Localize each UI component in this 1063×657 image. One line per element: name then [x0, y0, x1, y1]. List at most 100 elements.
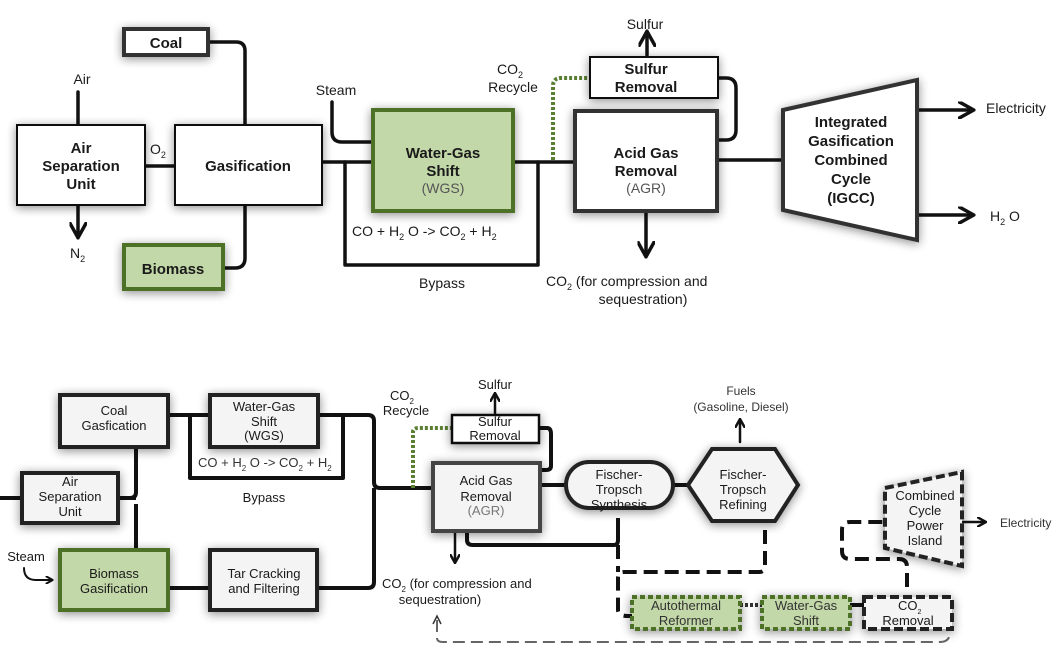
bottom-bypass-label: Bypass — [243, 490, 286, 505]
bottom-wgs-box — [208, 393, 320, 449]
co2-return-arrowhead — [432, 614, 442, 625]
ccpi-label-4: Island — [908, 533, 943, 548]
agr-label-1: Acid Gas — [613, 145, 678, 162]
bottom-asu-box — [20, 471, 120, 525]
fuels-label-1: Fuels — [726, 384, 755, 398]
steam-line — [330, 100, 377, 144]
top-diagram: Coal Air Air Separation Unit O2 N2 Gasif… — [16, 16, 1046, 307]
igcc-label-1: Integrated — [815, 114, 888, 131]
coal-box — [122, 27, 210, 57]
gasification-label: Gasification — [205, 158, 291, 175]
o2-label: O2 — [150, 141, 166, 160]
ft-refining-hexagon — [685, 447, 801, 523]
bottom-agr-box — [431, 461, 542, 533]
air-separation-unit-box — [16, 124, 146, 206]
tar-cracking-box — [208, 548, 319, 612]
bottom-co2-recycle-label-2: Recycle — [383, 403, 429, 418]
wgs-label-2: Shift — [426, 163, 459, 180]
igcc-label-5: (IGCC) — [827, 190, 875, 207]
asu-label-3: Unit — [66, 176, 95, 193]
wgs-to-agr-line-bottom — [318, 413, 432, 490]
sulfur-removal-box — [589, 56, 719, 99]
wgs2-label-2: Shift — [793, 613, 819, 628]
coal-to-gasification-line — [206, 40, 247, 126]
bottom-asu-label-2: Separation — [39, 489, 102, 504]
asu-label-1: Air — [71, 140, 92, 157]
tar-label-2: and Filtering — [228, 581, 300, 596]
bottom-diagram: Coal Gasfication Water-Gas Shift (WGS) C… — [0, 377, 1051, 643]
bottom-co2-recycle-line — [411, 426, 452, 488]
wgs2-label-1: Water-Gas — [775, 598, 838, 613]
bottom-agr-label-3: (AGR) — [468, 503, 505, 518]
steam-inlet-arrow — [23, 567, 52, 580]
wgs-label-1: Water-Gas — [406, 145, 480, 162]
fuels-label-2: (Gasoline, Diesel) — [693, 400, 788, 414]
igcc-trapezoid — [781, 77, 919, 243]
co2removal-to-ccpi-line — [840, 520, 909, 587]
ft-synth-label-2: Tropsch — [596, 482, 642, 497]
agr-sulfur-loop-line — [715, 76, 738, 142]
agr-label-2: Removal — [615, 163, 678, 180]
ft-ref-label-2: Tropsch — [720, 482, 766, 497]
bottom-bypass-line — [188, 415, 345, 480]
n2-label: N2 — [70, 245, 85, 264]
electricity-label: Electricity — [986, 100, 1046, 116]
sulfur-removal-label-1: Sulfur — [624, 61, 667, 78]
asu-label-2: Separation — [42, 158, 120, 175]
co2-recycle-label-2: Recycle — [488, 79, 538, 95]
bottom-co2-sequestration-label-2: sequestration) — [399, 592, 481, 607]
atr-label-1: Autothermal — [651, 598, 721, 613]
tar-label-1: Tar Cracking — [228, 566, 301, 581]
bottom-co2-sequestration-label-1: CO2 (for compression and — [382, 576, 532, 594]
ft-ref-label-1: Fischer- — [720, 467, 767, 482]
ft-synth-label-3: Synthesis — [591, 497, 648, 512]
agr-label-3: (AGR) — [626, 180, 666, 196]
h2o-label: H2 O — [990, 208, 1020, 227]
water-gas-shift-box — [371, 108, 515, 213]
bottom-agr-label-2: Removal — [460, 489, 511, 504]
co2-sequestration-label-1: CO2 (for compression and — [546, 273, 707, 292]
igcc-label-4: Cycle — [831, 171, 871, 188]
coal-gas-label-1: Coal — [101, 403, 128, 418]
autothermal-reformer-box — [630, 595, 742, 631]
bottom-asu-label-3: Unit — [58, 504, 82, 519]
bottom-wgs2-box — [760, 595, 852, 631]
ccpi-trapezoid — [883, 469, 964, 569]
co2-return-line — [436, 620, 951, 643]
biomass-gas-label-1: Biomass — [89, 566, 139, 581]
bypass-label: Bypass — [419, 275, 465, 291]
co2-sequestration-label-2: sequestration) — [599, 291, 688, 307]
bottom-sulfur-loop-line — [539, 426, 553, 472]
biomass-label: Biomass — [142, 261, 205, 278]
coal-label: Coal — [150, 35, 183, 52]
atr-label-2: Reformer — [659, 613, 714, 628]
ft-synthesis-pill — [564, 460, 675, 510]
bottom-electricity-label: Electricity — [1000, 516, 1051, 530]
igcc-label-3: Combined — [814, 152, 887, 169]
wgs-label-3: (WGS) — [422, 180, 465, 196]
bypass-line — [343, 160, 540, 267]
co2-recycle-label-1: CO2 — [497, 61, 523, 80]
igcc-label-2: Gasification — [808, 133, 894, 150]
biomass-gas-label-2: Gasification — [80, 581, 148, 596]
ccpi-label-3: Power — [907, 518, 945, 533]
air-label: Air — [73, 71, 90, 87]
tar-to-agr-line — [317, 487, 377, 590]
biomass-box — [122, 243, 225, 291]
coal-gas-label-2: Gasfication — [81, 418, 146, 433]
wgs-reaction-label: CO + H2 O -> CO2 + H2 — [352, 223, 497, 242]
steam-label: Steam — [316, 82, 356, 98]
ft-synth-label-1: Fischer- — [596, 467, 643, 482]
bottom-wgs-label-3: (WGS) — [244, 428, 284, 443]
bottom-wgs-label-2: Shift — [251, 414, 277, 429]
sulfur-label: Sulfur — [627, 16, 664, 32]
co2-recycle-line — [551, 76, 590, 160]
ccpi-label-2: Cycle — [909, 503, 942, 518]
ccpi-label-1: Combined — [895, 488, 954, 503]
biomass-to-gasification-line — [222, 204, 247, 270]
bottom-agr-label-1: Acid Gas — [460, 473, 513, 488]
sulfur-removal-label-2: Removal — [615, 79, 678, 96]
biomass-gasification-box — [58, 548, 170, 612]
bottom-sulfur-label: Sulfur — [478, 377, 513, 392]
